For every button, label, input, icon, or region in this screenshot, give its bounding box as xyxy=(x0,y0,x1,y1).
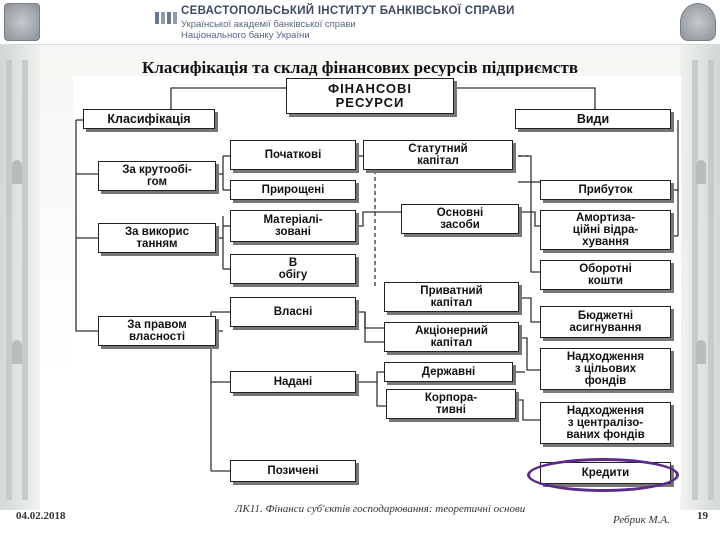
institute-emblem-icon xyxy=(155,12,177,24)
national-bank-emblem xyxy=(680,3,716,41)
middle-increased: Прирощені xyxy=(230,180,356,200)
footer-date: 04.02.2018 xyxy=(16,510,66,522)
sub-corporate: Корпора- тивні xyxy=(386,389,516,419)
kind-working-capital: Оборотні кошти xyxy=(540,260,671,290)
sub-state: Державні xyxy=(384,362,513,382)
sub-fixed-assets: Основні засоби xyxy=(401,204,519,234)
middle-in-circulation: В обігу xyxy=(230,254,356,284)
kind-profit: Прибуток xyxy=(540,180,671,200)
criterion-ownership: За правом власності xyxy=(98,316,216,346)
page-number: 19 xyxy=(697,510,708,522)
classification-header: Класифікація xyxy=(83,109,215,129)
institute-building-logo xyxy=(4,3,40,41)
middle-provided: Надані xyxy=(230,371,356,393)
kinds-header: Види xyxy=(515,109,671,129)
footer-lecture-title: ЛК11. Фінанси суб'єктів господарювання: … xyxy=(235,503,526,515)
left-architecture-decoration xyxy=(0,40,40,510)
kind-centralized-funds: Надходження з централізо- ваних фондів xyxy=(540,402,671,444)
sub-authorized-capital: Статутний капітал xyxy=(363,140,513,170)
middle-borrowed: Позичені xyxy=(230,460,356,482)
kind-target-funds: Надходження з цільових фондів xyxy=(540,348,671,390)
sub-joint-stock-capital: Акціонерний капітал xyxy=(384,322,519,352)
institution-name: СЕВАСТОПОЛЬСЬКИЙ ІНСТИТУТ БАНКІВСЬКОЇ СП… xyxy=(181,5,515,17)
middle-materialized: Матеріалі- зовані xyxy=(230,210,356,242)
footer-author: Ребрик М.А. xyxy=(613,514,670,526)
middle-initial: Початкові xyxy=(230,140,356,170)
criterion-turnover: За крутообі- гом xyxy=(98,161,216,191)
right-architecture-decoration xyxy=(680,40,720,510)
middle-own: Власні xyxy=(230,297,356,327)
root-financial-resources: ФІНАНСОВІ РЕСУРСИ xyxy=(286,78,454,114)
kind-depreciation: Амортиза- ційні відра- хування xyxy=(540,210,671,250)
institution-subtitle-1: Української академії банківської справи xyxy=(181,19,356,30)
slide-title: Класифікація та склад фінансових ресурсі… xyxy=(142,58,578,77)
sub-private-capital: Приватний капітал xyxy=(384,282,519,312)
criterion-usage: За викорис танням xyxy=(98,223,216,253)
slide-header: СЕВАСТОПОЛЬСЬКИЙ ІНСТИТУТ БАНКІВСЬКОЇ СП… xyxy=(0,0,720,45)
kind-budget-allocations: Бюджетні асигнування xyxy=(540,306,671,338)
credits-highlight-ellipse xyxy=(527,458,679,492)
institution-subtitle-2: Національного банку України xyxy=(181,30,310,41)
classification-diagram: ФІНАНСОВІ РЕСУРСИ Класифікація Види За к… xyxy=(73,76,681,496)
